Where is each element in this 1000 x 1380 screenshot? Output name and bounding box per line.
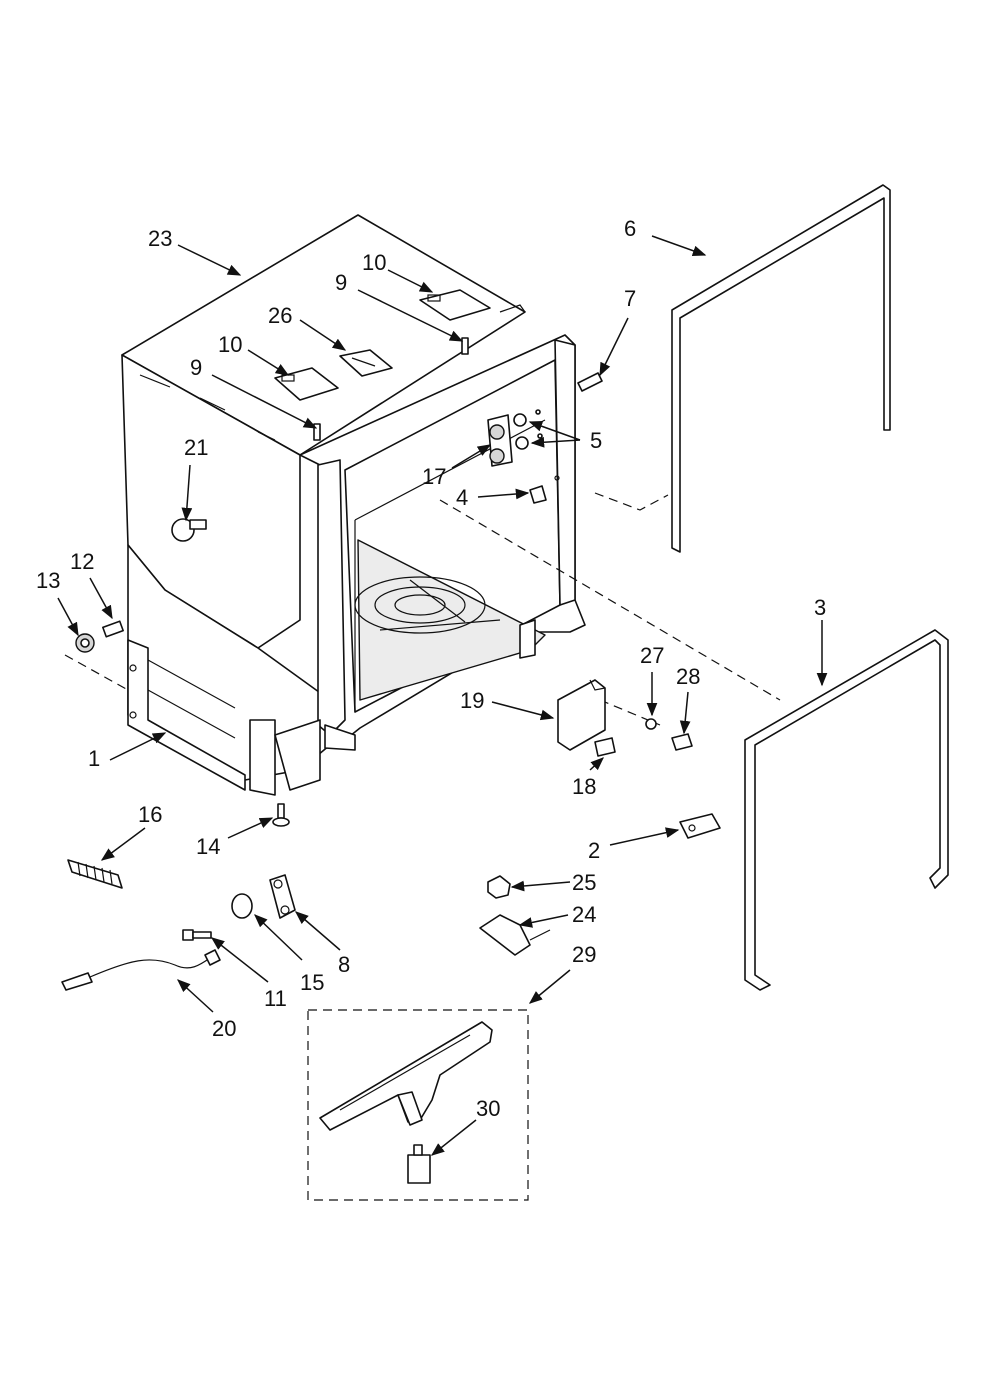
callout-27: 27 [640, 643, 664, 668]
thermostat [407, 1144, 431, 1184]
callout-19: 19 [460, 688, 484, 713]
callout-21: 21 [184, 435, 208, 460]
screw-bracket [594, 737, 616, 757]
screw-lower [313, 423, 321, 441]
callout-9b: 9 [190, 355, 202, 380]
callout-3: 3 [814, 595, 826, 620]
door-cable [61, 949, 221, 991]
leveling-leg [102, 620, 124, 638]
link-arm [269, 874, 296, 919]
door-seal-upper [671, 184, 891, 553]
callout-7: 7 [624, 286, 636, 311]
roller [231, 893, 253, 919]
door-strike [487, 414, 513, 467]
callout-30: 30 [476, 1096, 500, 1121]
screw-side [577, 372, 603, 392]
screw-small [671, 733, 693, 751]
callout-13: 13 [36, 568, 60, 593]
callout-28: 28 [676, 664, 700, 689]
leg-screw [272, 803, 290, 827]
callout-11: 11 [264, 986, 287, 1011]
hex-nut [487, 875, 511, 899]
spray-arm-manifold [319, 1021, 493, 1131]
mounting-bracket [557, 679, 606, 751]
callout-10a: 10 [362, 250, 386, 275]
callout-26: 26 [268, 303, 292, 328]
callout-20: 20 [212, 1016, 236, 1041]
callout-4: 4 [456, 485, 468, 510]
callout-8: 8 [338, 952, 350, 977]
callout-18: 18 [572, 774, 596, 799]
leader-lines [57, 235, 828, 1156]
bolt-side [171, 518, 207, 542]
callout-6: 6 [624, 216, 636, 241]
callout-23: 23 [148, 226, 172, 251]
nut [75, 633, 95, 653]
callout-17: 17 [422, 464, 446, 489]
hinge-bracket-upper [419, 289, 491, 321]
washers [513, 409, 543, 450]
screw-upper [461, 337, 469, 355]
plug [529, 475, 560, 504]
hinge-bracket-lower [274, 367, 339, 401]
sensor-bracket [479, 914, 551, 956]
callout-9a: 9 [335, 270, 347, 295]
callout-16: 16 [138, 802, 162, 827]
door-clip [679, 813, 721, 839]
callout-labels: 23 10 9 26 10 9 21 6 7 5 17 4 3 12 13 1 … [36, 216, 826, 1121]
vent-plate [339, 349, 393, 377]
washer-small [645, 718, 657, 730]
assembly-box [307, 1009, 529, 1201]
bolt [182, 929, 212, 941]
callout-10b: 10 [218, 332, 242, 357]
callout-24: 24 [572, 902, 596, 927]
callout-1: 1 [88, 746, 100, 771]
callout-15: 15 [300, 970, 324, 995]
callout-12: 12 [70, 549, 94, 574]
callout-25: 25 [572, 870, 596, 895]
callout-29: 29 [572, 942, 596, 967]
callout-2: 2 [588, 838, 600, 863]
door-spring [67, 859, 123, 889]
callout-5: 5 [590, 428, 602, 453]
door-seal-lower [744, 629, 949, 991]
callout-14: 14 [196, 834, 220, 859]
